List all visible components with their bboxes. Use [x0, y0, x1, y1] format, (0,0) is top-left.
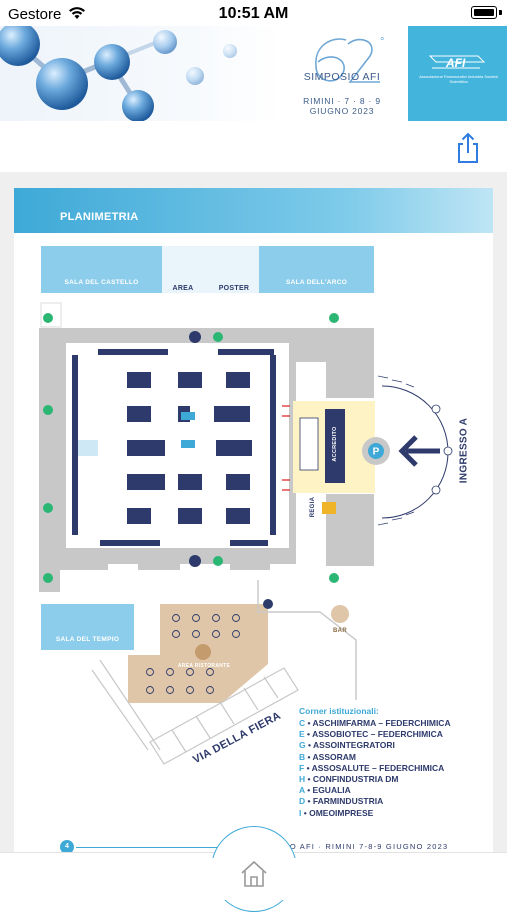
footer-text: 62° SIMPOSIO AFI · RIMINI 7-8-9 GIUGNO 2… [232, 842, 449, 851]
event-banner: 62 ° SIMPOSIO AFI RIMINI · 7 · 8 · 9 GIU… [0, 26, 507, 121]
home-icon[interactable] [239, 860, 269, 888]
event-logo: 62 ° SIMPOSIO AFI RIMINI · 7 · 8 · 9 GIU… [286, 30, 398, 118]
event-place-dates: RIMINI · 7 · 8 · 9 [303, 96, 381, 106]
room-bar: BAR [333, 628, 347, 634]
event-month-year: GIUGNO 2023 [309, 106, 375, 116]
legend-item: C • ASCHIMFARMA – FEDERCHIMICA [299, 718, 451, 728]
room-sala-tempio: SALA DEL TEMPIO [55, 636, 120, 643]
page-number: 4 [60, 840, 74, 854]
legend-item: G • ASSOINTEGRATORI [299, 740, 395, 751]
legend-item: F • ASSOSALUTE – FEDERCHIMICA [299, 762, 445, 773]
legend-item: D • FARMINDUSTRIA [299, 796, 384, 807]
status-bar: Gestore 10:51 AM [0, 0, 507, 26]
afi-logo-box: AFI Associazione Farmaceutici Industria … [408, 26, 507, 121]
tab-bar-cover [200, 858, 308, 900]
entrance-label: INGRESSO A [458, 417, 470, 484]
footer-divider [76, 847, 224, 848]
room-accredito: ACCREDITO [332, 426, 338, 462]
room-sala-castello: SALA DEL CASTELLO [64, 279, 139, 286]
legend: Corner istituzionali: C • ASCHIMFARMA – … [299, 706, 451, 819]
legend-item: I • OMEOIMPRESE [299, 807, 374, 818]
page-title: PLANIMETRIA [60, 211, 139, 223]
clock: 10:51 AM [218, 5, 289, 22]
event-name: SIMPOSIO AFI [303, 71, 381, 83]
legend-item: H • CONFINDUSTRIA DM [299, 774, 399, 785]
battery-icon [471, 6, 497, 19]
carrier-name: Gestore [8, 6, 62, 23]
wifi-icon [69, 7, 85, 19]
svg-text:P: P [373, 447, 380, 458]
battery-tip [499, 10, 502, 15]
molecule-image [0, 26, 280, 121]
room-area-poster-2: POSTER [218, 285, 250, 292]
legend-title: Corner istituzionali: [299, 706, 379, 716]
room-regia: REGIA [310, 496, 316, 518]
afi-logo-text: AFI [446, 56, 466, 70]
room-area-ristorante: AREA RISTORANTE [177, 663, 231, 669]
legend-item: A • EGUALIA [299, 785, 351, 796]
afi-subtitle: Associazione Farmaceutici Industria Soci… [419, 74, 498, 84]
legend-item: E • ASSOBIOTEC – FEDERCHIMICA [299, 729, 443, 740]
room-area-poster: AREA [172, 285, 194, 292]
document-header: PLANIMETRIA [14, 188, 493, 233]
share-icon[interactable] [453, 131, 483, 165]
legend-item: B • ASSORAM [299, 751, 356, 762]
event-ordinal: ° [380, 36, 385, 48]
room-sala-arco: SALA DELL'ARCO [285, 279, 348, 286]
